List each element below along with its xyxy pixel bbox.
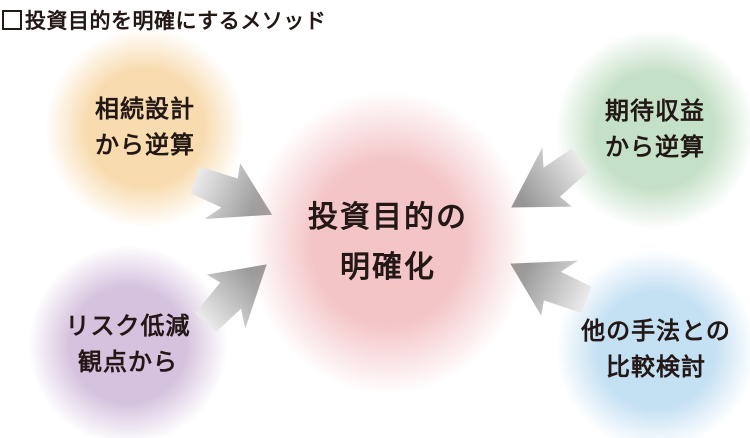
bubble-label: 他の手法との 比較検討 xyxy=(581,314,731,386)
bubble-label: 相続設計 から逆算 xyxy=(95,92,195,164)
bubble-label-line: 比較検討 xyxy=(605,354,706,381)
bubble-label-line: から逆算 xyxy=(605,134,705,161)
bubble-inheritance-planning: 相続設計 から逆算 xyxy=(40,23,250,233)
bubble-risk-reduction: リスク低減 観点から xyxy=(23,240,233,438)
section-square-icon xyxy=(2,10,22,30)
bubble-label: リスク低減 観点から xyxy=(66,309,191,381)
bubble-label-line: 相続設計 xyxy=(95,96,195,123)
bubble-method-comparison: 他の手法との 比較検討 xyxy=(551,245,750,438)
bubble-label: 期待収益 から逆算 xyxy=(605,94,705,166)
bubble-label-line: 他の手法との xyxy=(581,318,731,345)
bubble-expected-return: 期待収益 から逆算 xyxy=(550,25,750,235)
bubble-investment-purpose-center: 投資目的の 明確化 xyxy=(242,85,534,401)
center-bubble-label-line: 投資目的の xyxy=(308,201,468,234)
bubble-label-line: 観点から xyxy=(78,349,178,376)
center-bubble-label-line: 明確化 xyxy=(340,251,436,284)
center-bubble-label: 投資目的の 明確化 xyxy=(308,193,468,293)
bubble-label-line: リスク低減 xyxy=(65,313,191,340)
bubble-label-line: 期待収益 xyxy=(605,98,705,125)
bubble-label-line: から逆算 xyxy=(95,132,195,159)
